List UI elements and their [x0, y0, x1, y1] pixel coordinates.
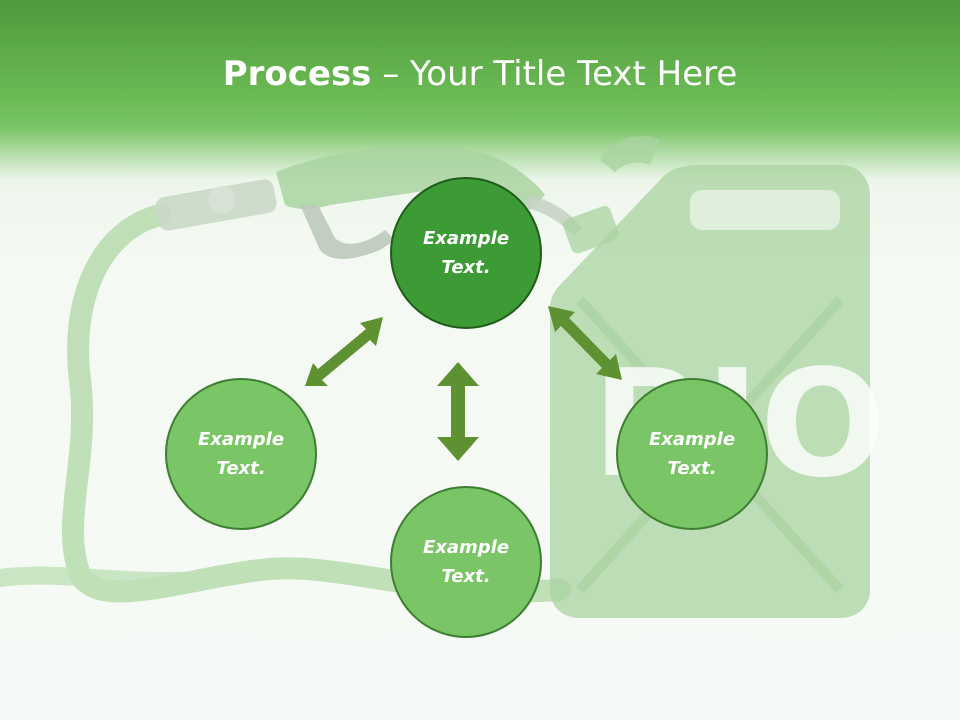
arrow-top-right	[548, 306, 622, 380]
node-label: Example Text.	[422, 228, 510, 278]
fuel-hose-tail	[0, 566, 209, 591]
fuel-nozzle-icon	[276, 146, 545, 210]
hose-joint	[208, 186, 236, 214]
arrow-vertical	[437, 362, 479, 461]
title-emphasis: Process	[222, 54, 372, 94]
nozzle-trigger	[300, 205, 395, 259]
node-label: Example Text.	[648, 429, 736, 479]
jerrycan-handle-slot	[690, 190, 840, 230]
process-node-right[interactable]: Example Text.	[616, 378, 768, 530]
title-text: – Your Title Text Here	[371, 54, 738, 94]
jerrycan-cap	[600, 136, 660, 172]
node-label: Example Text.	[197, 429, 285, 479]
node-label: Example Text.	[422, 537, 510, 587]
process-node-bottom[interactable]: Example Text.	[390, 486, 542, 638]
process-node-top[interactable]: Example Text.	[390, 177, 542, 329]
jerrycan-spout	[562, 205, 619, 254]
arrow-top-left	[305, 317, 383, 386]
process-node-left[interactable]: Example Text.	[165, 378, 317, 530]
slide-title: Process – Your Title Text Here	[0, 52, 960, 96]
